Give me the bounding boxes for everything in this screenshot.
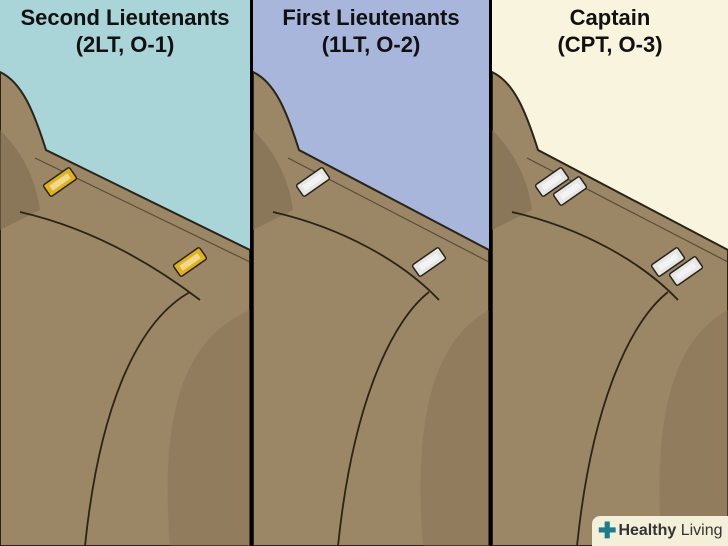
- sleeve-shadow: [167, 310, 250, 546]
- sleeve-seam: [337, 291, 430, 546]
- uniform-shoulder-illustration: [253, 70, 489, 546]
- rank-insignia: [42, 167, 78, 197]
- coat-body: [0, 70, 250, 546]
- collar-shadow: [253, 130, 293, 230]
- logo-text-bold: Healthy: [618, 522, 677, 539]
- rank-insignia: [411, 247, 447, 277]
- rank-bar: [295, 167, 331, 197]
- panel-title: Captain(CPT, O-3): [557, 5, 663, 57]
- rank-bar: [172, 247, 208, 277]
- sleeve-shadow: [420, 310, 489, 546]
- rank-insignia: [650, 247, 704, 286]
- rank-bar: [411, 247, 447, 277]
- plus-leaf-icon: ✚: [598, 518, 617, 543]
- rank-bar: [650, 247, 686, 277]
- logo-text: Living: [680, 522, 723, 539]
- panel-first-lieutenant: First Lieutenants(1LT, O-2): [253, 0, 489, 546]
- collar-shadow: [492, 130, 532, 230]
- sleeve-shadow: [659, 310, 728, 546]
- uniform-shoulder-illustration: [492, 70, 728, 546]
- rank-insignia: [534, 167, 588, 206]
- rank-bar: [534, 167, 570, 197]
- shoulder-seam: [272, 211, 440, 301]
- rank-bar: [552, 176, 588, 206]
- panel-second-lieutenant: Second Lieutenants(2LT, O-1): [0, 0, 250, 546]
- panel-captain: Captain(CPT, O-3): [492, 0, 728, 546]
- rank-insignia: [172, 247, 208, 277]
- shoulder-seam: [511, 211, 679, 301]
- healthy-living-logo: ✚ Healthy Living: [592, 516, 728, 546]
- uniform-shoulder-illustration: [0, 70, 250, 546]
- sleeve-seam: [84, 291, 191, 546]
- collar-shadow: [0, 130, 40, 230]
- shoulder-seam: [19, 211, 201, 301]
- panel-title: First Lieutenants(1LT, O-2): [282, 5, 460, 57]
- rank-bar: [668, 256, 704, 286]
- panel-title: Second Lieutenants(2LT, O-1): [20, 5, 230, 57]
- rank-insignia: [295, 167, 331, 197]
- sleeve-seam: [576, 291, 669, 546]
- rank-bar: [42, 167, 78, 197]
